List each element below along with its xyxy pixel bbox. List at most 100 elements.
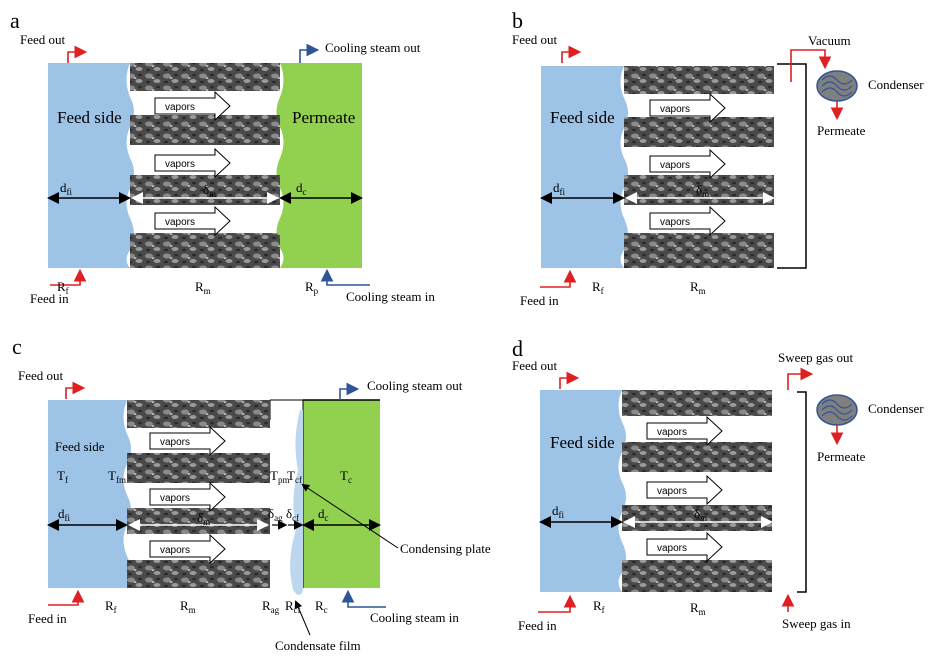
feed-out-label: Feed out bbox=[18, 368, 64, 383]
feed-in-arrow bbox=[540, 269, 577, 288]
panel-letter-a: a bbox=[10, 8, 20, 33]
r-f-label: Rf bbox=[592, 279, 604, 296]
permeate-label: Permeate bbox=[292, 108, 355, 127]
coolant-channel bbox=[303, 400, 380, 588]
condensate-film-label: Condensate film bbox=[275, 638, 361, 653]
panel-letter-c: c bbox=[12, 334, 22, 359]
svg-text:vapors: vapors bbox=[165, 159, 195, 170]
feed-out-label: Feed out bbox=[512, 358, 558, 373]
feed-side-label: Feed side bbox=[57, 108, 122, 127]
svg-text:vapors: vapors bbox=[165, 217, 195, 228]
svg-text:vapors: vapors bbox=[657, 543, 687, 554]
panel-b: b vapors vapors vapors Feed side dfi δm … bbox=[512, 8, 924, 308]
vacuum-arrow bbox=[790, 49, 832, 82]
t-cf-label: Tcf bbox=[287, 468, 302, 485]
feed-out-arrow bbox=[65, 381, 86, 399]
condensate-film bbox=[290, 410, 303, 595]
r-f-label: Rf bbox=[57, 279, 69, 296]
d-feed-label: dfi bbox=[553, 180, 565, 197]
vapor-arrow: vapors bbox=[649, 148, 726, 180]
r-f-label: Rf bbox=[593, 598, 605, 615]
condenser-icon bbox=[816, 394, 858, 426]
cooling-in-arrow bbox=[320, 268, 370, 286]
delta-m-label: δm bbox=[694, 506, 707, 523]
r-c-label: Rc bbox=[315, 598, 328, 615]
panel-d: d vapors vapors vapors Feed side dfi δm … bbox=[512, 336, 924, 633]
d-feed-label: dfi bbox=[58, 506, 70, 523]
svg-text:vapors: vapors bbox=[160, 545, 190, 556]
svg-text:vapors: vapors bbox=[165, 102, 195, 113]
sweep-out-arrow bbox=[787, 367, 814, 390]
condenser-label: Condenser bbox=[868, 77, 924, 92]
feed-channel bbox=[541, 66, 628, 268]
d-feed-label: dfi bbox=[60, 180, 72, 197]
feed-in-label: Feed in bbox=[30, 291, 69, 306]
vapor-arrow: vapors bbox=[149, 533, 226, 565]
feed-out-arrow bbox=[67, 45, 88, 63]
feed-in-label: Feed in bbox=[520, 293, 559, 308]
permeate-channel bbox=[276, 63, 362, 268]
r-cf-label: Rcf bbox=[285, 598, 301, 615]
r-m-label: Rm bbox=[180, 598, 196, 615]
r-p-label: Rp bbox=[305, 279, 319, 296]
svg-text:vapors: vapors bbox=[660, 104, 690, 115]
vapor-arrow: vapors bbox=[646, 474, 723, 506]
feed-in-arrow bbox=[50, 268, 87, 286]
condenser-label: Condenser bbox=[868, 401, 924, 416]
svg-text:vapors: vapors bbox=[660, 160, 690, 171]
feed-in-arrow bbox=[48, 589, 85, 606]
vapor-arrow: vapors bbox=[646, 531, 723, 563]
d-cool-label: dc bbox=[296, 180, 307, 197]
feed-channel bbox=[540, 390, 626, 592]
cooling-in-arrow bbox=[341, 589, 386, 608]
d-feed-label: dfi bbox=[552, 503, 564, 520]
feed-channel bbox=[48, 63, 134, 268]
svg-text:vapors: vapors bbox=[660, 217, 690, 228]
vapor-arrow: vapors bbox=[149, 425, 226, 457]
feed-out-arrow bbox=[561, 45, 582, 63]
delta-cf-label: δcf bbox=[286, 506, 299, 523]
panel-letter-b: b bbox=[512, 8, 523, 33]
panel-a: a vapors vapors vapors Feed side Permeat… bbox=[10, 8, 435, 306]
permeate-label: Permeate bbox=[817, 123, 866, 138]
feed-out-arrow bbox=[559, 371, 580, 389]
cooling-out-arrow bbox=[339, 382, 360, 400]
vapor-arrow: vapors bbox=[154, 147, 231, 179]
feed-out-label: Feed out bbox=[20, 32, 66, 47]
feed-in-arrow bbox=[538, 594, 577, 613]
feed-in-label: Feed in bbox=[518, 618, 557, 633]
membrane bbox=[127, 400, 270, 588]
t-c-label: Tc bbox=[340, 468, 352, 485]
vacuum-label: Vacuum bbox=[808, 33, 851, 48]
d-cool-label: dc bbox=[318, 506, 329, 523]
feed-side-label: Feed side bbox=[55, 439, 105, 454]
t-fm-label: Tfm bbox=[108, 468, 126, 485]
svg-text:vapors: vapors bbox=[657, 486, 687, 497]
r-m-label: Rm bbox=[690, 279, 706, 296]
vapor-arrow: vapors bbox=[154, 90, 231, 122]
delta-m-label: δm bbox=[197, 510, 210, 527]
cooling-out-label: Cooling steam out bbox=[367, 378, 463, 393]
sweep-gas-channel bbox=[797, 391, 807, 593]
vapor-arrow: vapors bbox=[646, 415, 723, 447]
panel-c: c vapors vapors vapors Feed side Tf Tfm … bbox=[12, 334, 491, 653]
condensing-plate-label: Condensing plate bbox=[400, 541, 491, 556]
vapor-arrow: vapors bbox=[649, 205, 726, 237]
r-m-label: Rm bbox=[195, 279, 211, 296]
feed-side-label: Feed side bbox=[550, 108, 615, 127]
r-m-label: Rm bbox=[690, 600, 706, 617]
vapor-arrow: vapors bbox=[649, 92, 726, 124]
sweep-in-label: Sweep gas in bbox=[782, 616, 851, 631]
vapor-arrow: vapors bbox=[154, 205, 231, 237]
svg-text:vapors: vapors bbox=[160, 437, 190, 448]
permeate-label: Permeate bbox=[817, 449, 866, 464]
t-pm-label: Tpm bbox=[270, 468, 289, 485]
cooling-out-arrow bbox=[299, 43, 320, 63]
delta-ag-label: δag bbox=[268, 506, 283, 523]
cooling-in-label: Cooling steam in bbox=[370, 610, 459, 625]
r-ag-label: Rag bbox=[262, 598, 280, 615]
svg-text:vapors: vapors bbox=[160, 493, 190, 504]
feed-channel bbox=[48, 400, 131, 588]
vacuum-chamber bbox=[777, 63, 807, 269]
